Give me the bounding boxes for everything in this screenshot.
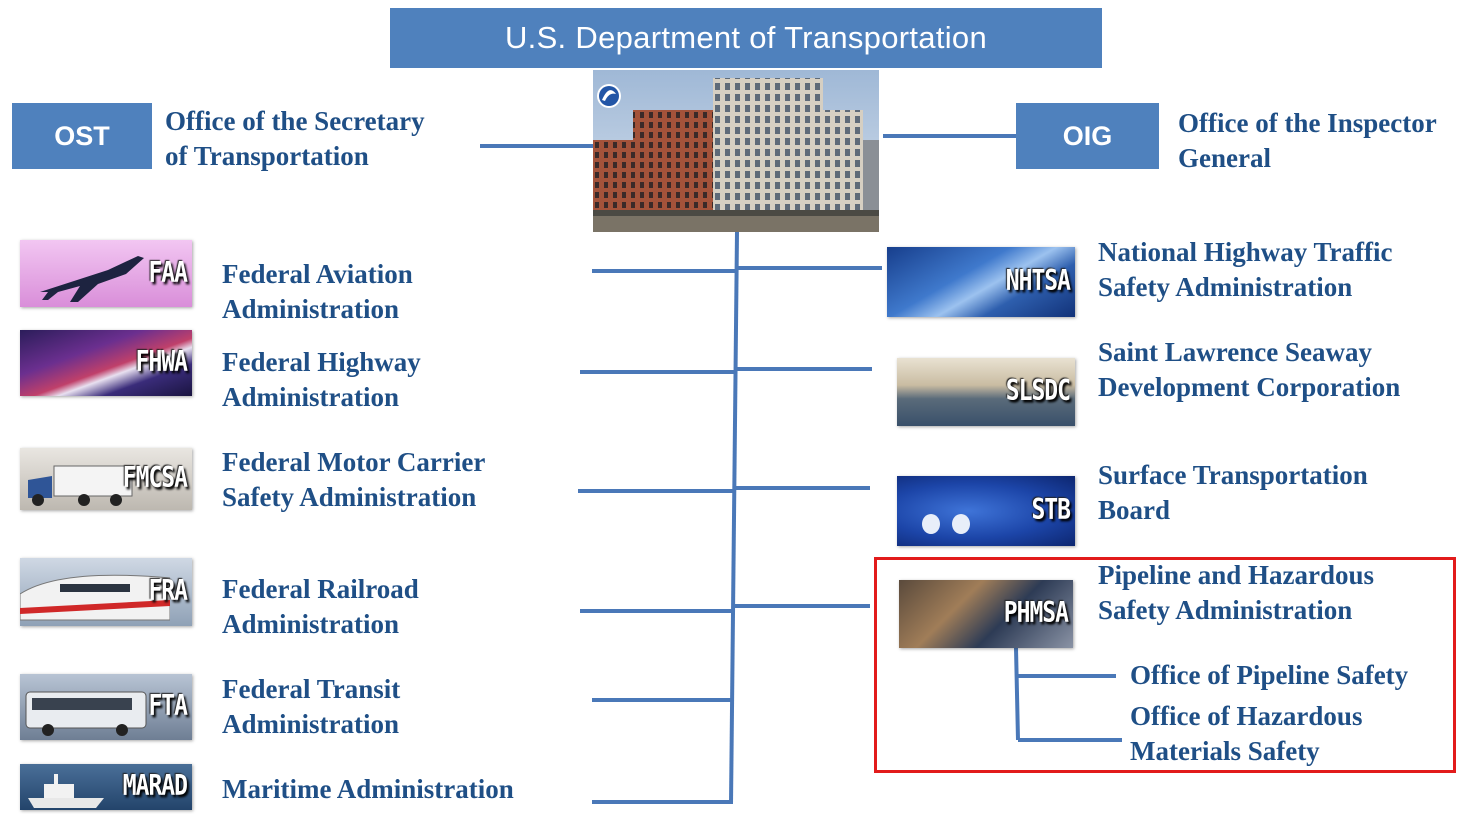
headlights-icon [922,514,970,534]
phmsa-label-line1: Pipeline and Hazardous [1098,560,1375,590]
fta-logo: FTA [20,674,192,740]
phmsa-sub-trunk [1014,647,1020,741]
faa-label-line1: Federal Aviation [222,259,413,289]
oig-label-line1: Office of the Inspector [1178,108,1437,138]
nhtsa-label: National Highway Traffic Safety Administ… [1098,235,1393,305]
train-icon [20,574,170,621]
fhwa-label-line2: Administration [222,382,400,412]
fra-logo-text: FRA [148,575,188,608]
marad-label: Maritime Administration [222,772,514,807]
headquarters-building-image [593,70,879,232]
phmsa-logo: PHMSA [899,580,1073,648]
fra-label-line1: Federal Railroad [222,574,419,604]
ost-label-line2: of Transportation [165,141,369,171]
stb-label: Surface Transportation Board [1098,458,1368,528]
ost-label: Office of the Secretary of Transportatio… [165,104,425,174]
trunk-line [729,231,739,805]
fmcsa-label-line1: Federal Motor Carrier [222,447,486,477]
nhtsa-label-line2: Safety Administration [1098,272,1353,302]
faa-logo-text: FAA [148,256,188,290]
stb-logo-text: STB [1031,494,1071,527]
fta-label-line1: Federal Transit [222,674,401,704]
oig-label-line2: General [1178,143,1271,173]
fra-label-line2: Administration [222,609,400,639]
fmcsa-logo: FMCSA [20,448,192,510]
marad-logo: MARAD [20,764,192,810]
stb-logo: STB [897,476,1075,546]
fra-logo: FRA [20,558,192,626]
fhwa-logo: FHWA [20,330,192,396]
ship-icon [28,774,104,808]
fmcsa-label-line2: Safety Administration [222,482,477,512]
fhwa-label: Federal Highway Administration [222,345,421,415]
marad-logo-text: MARAD [122,770,188,803]
fta-logo-text: FTA [148,690,188,723]
faa-label: Federal Aviation Administration [222,257,413,327]
hazmat-safety-label-line2: Materials Safety [1130,736,1320,766]
pipeline-safety-label-line1: Office of Pipeline Safety [1130,660,1409,690]
stb-label-line2: Board [1098,495,1171,525]
faa-logo: FAA [20,240,192,307]
oig-label: Office of the Inspector General [1178,106,1437,176]
ost-label-line1: Office of the Secretary [165,106,425,136]
slsdc-logo: SLSDC [897,358,1075,426]
slsdc-label-line1: Saint Lawrence Seaway [1098,337,1372,367]
bus-icon [25,691,147,736]
nhtsa-logo: NHTSA [887,247,1075,317]
fhwa-logo-text: FHWA [135,346,188,379]
nhtsa-logo-text: NHTSA [1005,265,1071,298]
fmcsa-label: Federal Motor Carrier Safety Administrat… [222,445,485,515]
phmsa-highlight-box [874,557,1456,773]
fra-label: Federal Railroad Administration [222,572,419,642]
pipeline-safety-label: Office of Pipeline Safety [1130,658,1408,693]
slsdc-label: Saint Lawrence Seaway Development Corpor… [1098,335,1400,405]
hazmat-safety-label: Office of Hazardous Materials Safety [1130,699,1362,769]
oig-box: OIG [1016,103,1159,169]
nhtsa-label-line1: National Highway Traffic [1098,237,1393,267]
truck-icon [28,465,133,506]
fmcsa-logo-text: FMCSA [122,462,188,495]
phmsa-label-line2: Safety Administration [1098,595,1353,625]
department-title: U.S. Department of Transportation [390,8,1102,68]
stb-label-line1: Surface Transportation [1098,460,1368,490]
fhwa-label-line1: Federal Highway [222,347,421,377]
phmsa-logo-text: PHMSA [1003,597,1069,630]
fta-label-line2: Administration [222,709,400,739]
slsdc-label-line2: Development Corporation [1098,372,1401,402]
hazmat-safety-label-line1: Office of Hazardous [1130,701,1363,731]
marad-label-line1: Maritime Administration [222,774,514,804]
fta-label: Federal Transit Administration [222,672,400,742]
ost-box: OST [12,103,152,169]
slsdc-logo-text: SLSDC [1005,375,1071,408]
phmsa-label: Pipeline and Hazardous Safety Administra… [1098,558,1374,628]
airplane-icon [40,256,144,302]
faa-label-line2: Administration [222,294,400,324]
